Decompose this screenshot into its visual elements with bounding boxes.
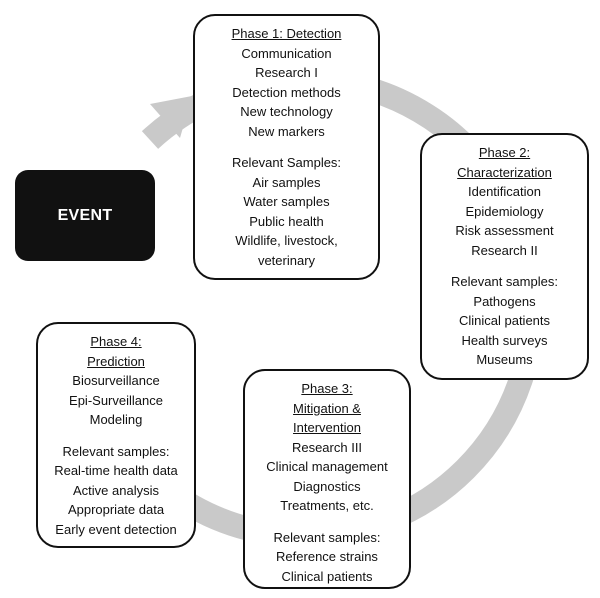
phase-section-gap	[422, 260, 587, 272]
phase-3-samples-label: Relevant samples:	[273, 529, 381, 545]
phase-4-samples-label: Relevant samples:	[62, 443, 170, 459]
phase-3-item: Clinical management	[266, 459, 388, 474]
phase-3-sample: Reference strains	[276, 549, 378, 564]
phase-section-gap	[195, 141, 378, 153]
event-box: EVENT	[15, 170, 155, 261]
phase-1-sample: Public health	[249, 213, 324, 229]
phase-2-title: Phase 2: Characterization	[457, 145, 552, 180]
phase-2-sample: Health surveys	[461, 332, 548, 348]
phase-1-item: Communication	[241, 45, 332, 61]
phase-4-sample: Active analysis	[73, 482, 159, 498]
phase-2-item: Research II	[471, 242, 538, 258]
event-label: EVENT	[57, 206, 113, 224]
phase-4-item: Biosurveillance	[72, 373, 160, 388]
phase-1-item: Research I	[255, 65, 318, 80]
phase-1-sample: Water samples	[243, 194, 330, 209]
phase-2-sample: Pathogens	[473, 293, 536, 309]
phase-1-item: Detection methods	[232, 84, 341, 100]
phase-2-sample: Museums	[476, 352, 533, 367]
phase-2-samples-label: Relevant samples:	[451, 274, 558, 289]
phase-3-title: Phase 3: Mitigation & Intervention	[293, 381, 361, 435]
phase-1-title: Phase 1: Detection	[231, 26, 342, 41]
phase-1-sample: Wildlife, livestock, veterinary	[235, 233, 338, 268]
phase-1-sample: Air samples	[252, 174, 321, 190]
phase-section-gap	[38, 430, 194, 442]
phase-4-title: Phase 4: Prediction	[87, 334, 145, 369]
phase-1-samples-label: Relevant Samples:	[231, 155, 342, 170]
phase-4-sample: Early event detection	[55, 521, 177, 537]
phase-section-gap	[245, 516, 409, 528]
phase-3-sample: Clinical patients	[281, 568, 373, 584]
phase-2-item: Risk assessment	[455, 223, 554, 238]
phase-2-sample: Clinical patients	[458, 313, 551, 328]
cycle-arrowhead-icon	[150, 96, 192, 138]
phase-4-sample: Appropriate data	[67, 502, 165, 517]
phase-4-item: Epi-Surveillance	[69, 392, 163, 408]
phase-3-item: Research III	[291, 439, 363, 455]
phase-2-item: Epidemiology	[465, 203, 544, 219]
phase-4-item: Modeling	[89, 412, 143, 427]
phase-1-item: New markers	[248, 123, 325, 139]
phase-3-item: Treatments, etc.	[280, 498, 374, 513]
phase-4-sample: Real-time health data	[54, 463, 178, 478]
phase-1-item: New technology	[240, 104, 333, 119]
phase-3-item: Diagnostics	[293, 478, 361, 494]
phase-2-item: Identification	[468, 184, 541, 199]
